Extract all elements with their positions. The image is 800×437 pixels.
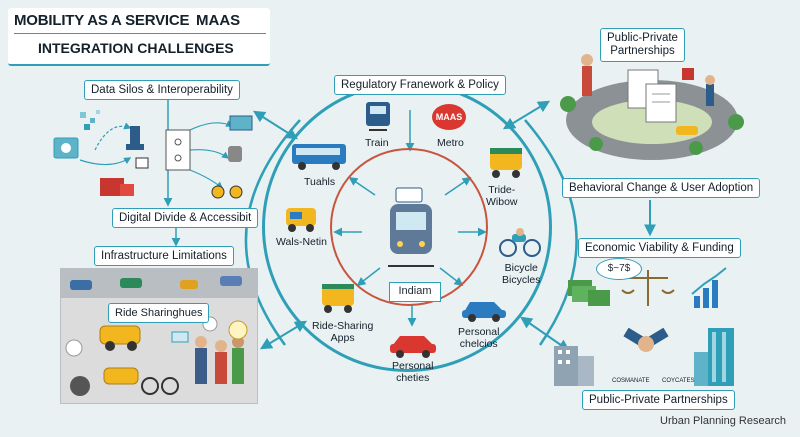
center-hub-label: Indiam [389,282,441,302]
page-subtitle: INTEGRATION CHALLENGES [38,40,234,56]
tuk-tuk-icon-right [490,148,522,178]
server-tower-icon [130,126,140,144]
flowchart-icon [165,129,191,171]
maas-badge: MAAS [432,104,466,130]
title-divider [14,33,266,34]
monitor-icon [229,115,253,131]
label-digital-divide: Digital Divide & Accessibit [112,208,259,228]
arrow-data-silos [252,110,299,140]
page-title-main: MOBILITY AS A SERVICE [14,12,190,29]
gear-icon [228,146,242,162]
label-behavioral: Behavioral Change & User Adoption [562,178,761,198]
bar-chart-icon [691,267,727,308]
right-outer-arc [524,119,578,346]
question-bubble-icon [228,320,248,340]
arrow-ride-sharing [259,320,308,350]
mode-tuahls-label: Tuahls [304,176,336,188]
tuk-tuk-icon-left [286,208,316,232]
label-economic: Economic Viability & Funding [578,238,741,258]
label-regulatory: Regulatory Franework & Policy [334,75,506,95]
ride-sharing-scene [60,268,258,396]
data-silos-illustration [53,110,253,199]
mode-ride-sharing-apps-label: Ride-Sharing Apps [312,320,374,345]
mode-personal-cheties-label: Personal cheties [392,360,434,385]
economic-illustration [568,267,727,308]
scooter-icon [211,185,225,199]
blue-car-icon [462,302,506,322]
red-car-icon [390,336,436,358]
inner-ring [330,148,488,306]
coycates-label: COYCATES [662,378,695,384]
mode-train-label: Train [365,137,389,149]
train-icon [366,102,390,131]
title-box [8,8,270,66]
question-sign-icon [682,68,694,80]
left-outer-arc [244,119,301,346]
cloud-dots-icon [80,110,100,130]
mode-tride-wibow-label: Tride- Wibow [486,184,518,209]
metro-train-center-icon [388,187,434,267]
bicycle-icon [499,228,541,257]
ppp-bottom-illustration [554,327,734,386]
label-ppp-bottom: Public-Private Partnerships [582,390,735,410]
money-bubble: $~7$ [596,258,642,280]
footer-credit: Urban Planning Research [660,415,786,427]
label-data-silos: Data Silos & Interoperability [84,80,240,100]
mode-personal-chelcios-label: Personal chelcios [458,326,500,351]
label-ppp-top: Public-Private Partnerships [600,28,685,63]
page-title-acronym: MAAS [196,12,241,29]
bus-icon [292,144,346,170]
handshake-icon [623,327,669,352]
mode-metro-label: Metro [437,137,464,149]
scale-icon [621,270,675,306]
devices-icon [100,178,124,196]
mode-bicycle-label: Bicycle Bicycles [502,262,541,287]
cosmanate-label: COSMANATE [612,378,650,384]
rideshare-tuk-icon [322,284,354,313]
ppp-top-illustration [560,54,744,160]
label-infrastructure: Infrastructure Limitations [94,246,234,266]
arrow-ppp-top [502,100,551,130]
mode-wals-netin-label: Wals-Netin [276,236,327,248]
arrow-ppp-bottom [520,316,570,352]
label-ride-sharing-photo: Ride Sharinghues [108,303,210,323]
